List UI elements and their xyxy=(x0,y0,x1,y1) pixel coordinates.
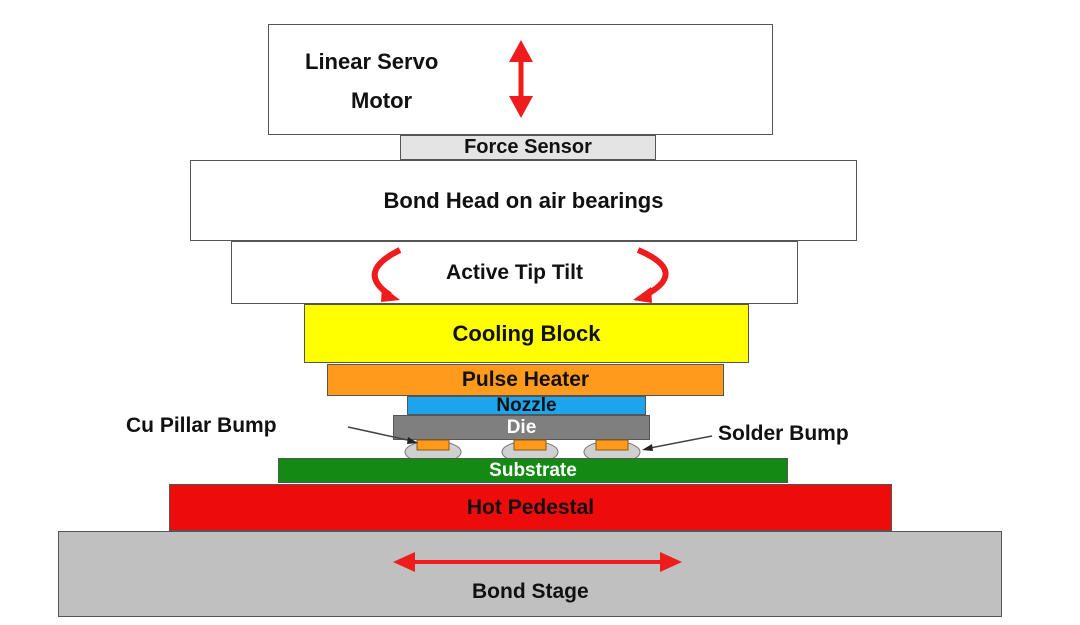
cu-pillar-2 xyxy=(513,439,547,451)
pulse-heater-box: Pulse Heater xyxy=(327,364,724,396)
bond-head-box: Bond Head on air bearings xyxy=(190,160,857,241)
active-tip-tilt-label: Active Tip Tilt xyxy=(446,260,583,284)
horizontal-motion-arrow-icon xyxy=(393,552,682,572)
nozzle-label: Nozzle xyxy=(496,394,557,416)
cu-pillar-3 xyxy=(595,439,629,451)
vertical-motion-arrow-icon xyxy=(509,40,533,118)
tip-tilt-right-arrowhead xyxy=(633,287,652,303)
tip-tilt-right-arrow-icon xyxy=(636,247,669,299)
cu-pillar-leader xyxy=(347,426,413,442)
pulse-heater-label: Pulse Heater xyxy=(461,368,590,391)
cooling-block-box: Cooling Block xyxy=(304,304,749,363)
cu-pillar-1 xyxy=(416,439,450,451)
hot-pedestal-label: Hot Pedestal xyxy=(466,495,595,519)
motor-label-line1: Linear Servo xyxy=(305,49,439,74)
substrate-label: Substrate xyxy=(489,459,577,481)
bond-stage-box xyxy=(58,531,1002,617)
die-label: Die xyxy=(506,416,537,438)
bond-head-label: Bond Head on air bearings xyxy=(383,187,664,213)
solder-bump-leader-head xyxy=(642,444,653,451)
cu-pillar-leader-head xyxy=(407,437,418,444)
cu-pillar-bump-label: Cu Pillar Bump xyxy=(126,414,277,437)
bond-stage-label: Bond Stage xyxy=(472,580,589,603)
force-sensor-label: Force Sensor xyxy=(464,136,592,158)
nozzle-box: Nozzle xyxy=(407,394,646,416)
active-tip-tilt-box: Active Tip Tilt xyxy=(231,241,798,304)
solder-bump-label: Solder Bump xyxy=(718,422,849,445)
hot-pedestal-box: Hot Pedestal xyxy=(169,484,892,531)
tip-tilt-left-arrowhead xyxy=(381,286,400,302)
solder-bump-leader xyxy=(649,435,713,449)
force-sensor-box: Force Sensor xyxy=(400,135,656,160)
motor-label-line2: Motor xyxy=(351,88,413,113)
die-box: Die xyxy=(393,415,650,440)
substrate-box: Substrate xyxy=(278,458,788,483)
cooling-block-label: Cooling Block xyxy=(452,320,601,346)
